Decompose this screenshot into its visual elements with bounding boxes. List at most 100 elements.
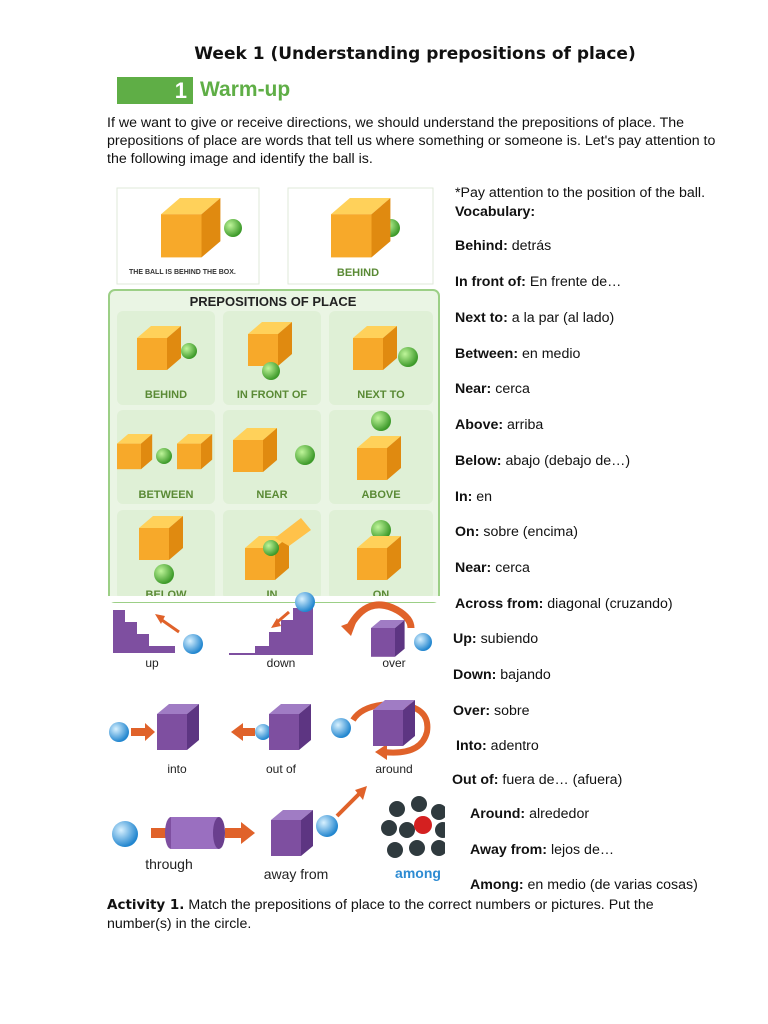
vocab-meaning: subiendo xyxy=(476,631,539,647)
vocab-term: Away from: xyxy=(470,842,547,858)
vocab-term: In: xyxy=(455,489,473,505)
motion-over: over xyxy=(341,601,432,670)
vocab-item: Over: sobre xyxy=(453,703,530,719)
vocab-item: Near: cerca xyxy=(455,381,530,397)
motion-among: among xyxy=(381,796,445,881)
grid-in-front-of: IN FRONT OF xyxy=(223,311,321,405)
grid-between: BETWEEN xyxy=(117,410,215,504)
vocab-item: Behind: detrás xyxy=(455,238,551,254)
grid-label-in: IN xyxy=(267,589,278,601)
vocab-meaning: fuera de… (afuera) xyxy=(498,772,623,788)
vocab-meaning: cerca xyxy=(491,381,530,397)
motion-up: up xyxy=(113,610,203,670)
grid-above: ABOVE xyxy=(329,410,433,504)
vocab-term: Among: xyxy=(470,877,524,893)
motion-label-into: into xyxy=(167,762,187,776)
vocab-term: Out of: xyxy=(452,772,499,788)
figure-panel-title: PREPOSITIONS OF PLACE xyxy=(190,294,357,309)
motion-label-over: over xyxy=(382,656,405,670)
vocab-term: Between: xyxy=(455,346,519,362)
vocab-item: Into: adentro xyxy=(456,738,539,754)
motion-label-down: down xyxy=(267,656,296,670)
motion-out-of: out of xyxy=(231,704,311,776)
grid-near: NEAR xyxy=(223,410,321,504)
grid-label-behind: BEHIND xyxy=(145,389,187,401)
vocab-item: In front of: En frente de… xyxy=(455,274,621,290)
vocab-meaning: alrededor xyxy=(525,806,590,822)
section-number-badge: 1 xyxy=(117,77,193,104)
motion-label-among: among xyxy=(395,865,441,881)
vocab-term: Near: xyxy=(455,560,492,576)
motion-through: through xyxy=(112,817,255,872)
vocab-meaning: detrás xyxy=(507,238,552,254)
vocab-item: In: en xyxy=(455,489,492,505)
vocab-item: On: sobre (encima) xyxy=(455,524,578,540)
vocab-item: Among: en medio (de varias cosas) xyxy=(470,877,698,893)
vocab-term: Below: xyxy=(455,453,502,469)
prepositions-illustration: THE BALL IS BEHIND THE BOX. BEHIND PREPO… xyxy=(105,187,445,882)
vocab-meaning: diagonal (cruzando) xyxy=(543,596,673,612)
vocab-meaning: lejos de… xyxy=(547,842,615,858)
vocab-item: Up: subiendo xyxy=(453,631,538,647)
vocab-term: Near: xyxy=(455,381,492,397)
motion-label-up: up xyxy=(145,656,159,670)
vocab-meaning: cerca xyxy=(491,560,530,576)
section-heading: Warm-up xyxy=(200,78,291,101)
grid-label-in-front-of: IN FRONT OF xyxy=(237,389,308,401)
vocab-term: In front of: xyxy=(455,274,526,290)
vocab-term: Above: xyxy=(455,417,504,433)
vocab-term: Down: xyxy=(453,667,497,683)
vocabulary-heading: Vocabulary: xyxy=(455,204,536,220)
vocab-meaning: En frente de… xyxy=(525,274,622,290)
vocab-item: Across from: diagonal (cruzando) xyxy=(455,596,673,612)
grid-in: IN xyxy=(223,510,321,601)
vocab-meaning: adentro xyxy=(486,738,539,754)
vocab-meaning: arriba xyxy=(503,417,544,433)
vocab-item: Near: cerca xyxy=(455,560,530,576)
vocab-item: Down: bajando xyxy=(453,667,551,683)
page-title: Week 1 (Understanding prepositions of pl… xyxy=(194,44,636,64)
vocab-term: Over: xyxy=(453,703,491,719)
vocab-item: Around: alrededor xyxy=(470,806,589,822)
position-note: *Pay attention to the position of the ba… xyxy=(455,185,706,201)
figure-caption-top: THE BALL IS BEHIND THE BOX. xyxy=(129,269,236,276)
vocab-meaning: sobre xyxy=(490,703,530,719)
grid-below: BELOW xyxy=(117,510,215,601)
vocab-item: Below: abajo (debajo de…) xyxy=(455,453,630,469)
vocab-meaning: sobre (encima) xyxy=(479,524,578,540)
vocab-term: Behind: xyxy=(455,238,508,254)
vocab-term: Into: xyxy=(456,738,487,754)
vocab-meaning: en medio xyxy=(518,346,581,362)
vocab-item: Away from: lejos de… xyxy=(470,842,614,858)
activity-label: Activity 1. xyxy=(107,897,185,913)
vocab-item: Next to: a la par (al lado) xyxy=(455,310,614,326)
vocab-meaning: en medio (de varias cosas) xyxy=(523,877,698,893)
grid-label-between: BETWEEN xyxy=(139,489,194,501)
grid-label-next-to: NEXT TO xyxy=(357,389,405,401)
motion-label-around: around xyxy=(375,762,412,776)
intro-paragraph: If we want to give or receive directions… xyxy=(107,115,716,167)
vocab-meaning: bajando xyxy=(496,667,551,683)
vocab-term: On: xyxy=(455,524,480,540)
grid-on: ON xyxy=(329,510,433,601)
motion-label-through: through xyxy=(145,856,192,872)
vocab-meaning: abajo (debajo de…) xyxy=(501,453,631,469)
grid-next-to: NEXT TO xyxy=(329,311,433,405)
activity-instructions: Activity 1. Match the prepositions of pl… xyxy=(107,896,707,934)
vocab-meaning: en xyxy=(472,489,493,505)
vocab-item: Out of: fuera de… (afuera) xyxy=(452,772,622,788)
grid-label-near: NEAR xyxy=(256,489,287,501)
grid-behind: BEHIND xyxy=(117,311,215,405)
motion-away-from: away from xyxy=(264,786,367,882)
vocab-item: Above: arriba xyxy=(455,417,543,433)
figure-label-behind-top: BEHIND xyxy=(337,267,379,279)
vocab-item: Between: en medio xyxy=(455,346,580,362)
vocab-meaning: a la par (al lado) xyxy=(507,310,615,326)
grid-label-above: ABOVE xyxy=(361,489,400,501)
motion-into: into xyxy=(109,704,199,776)
vocab-term: Next to: xyxy=(455,310,508,326)
activity-text: Match the prepositions of place to the c… xyxy=(107,897,654,932)
motion-label-out-of: out of xyxy=(266,762,297,776)
motion-down: down xyxy=(229,592,315,670)
vocab-term: Up: xyxy=(453,631,477,647)
